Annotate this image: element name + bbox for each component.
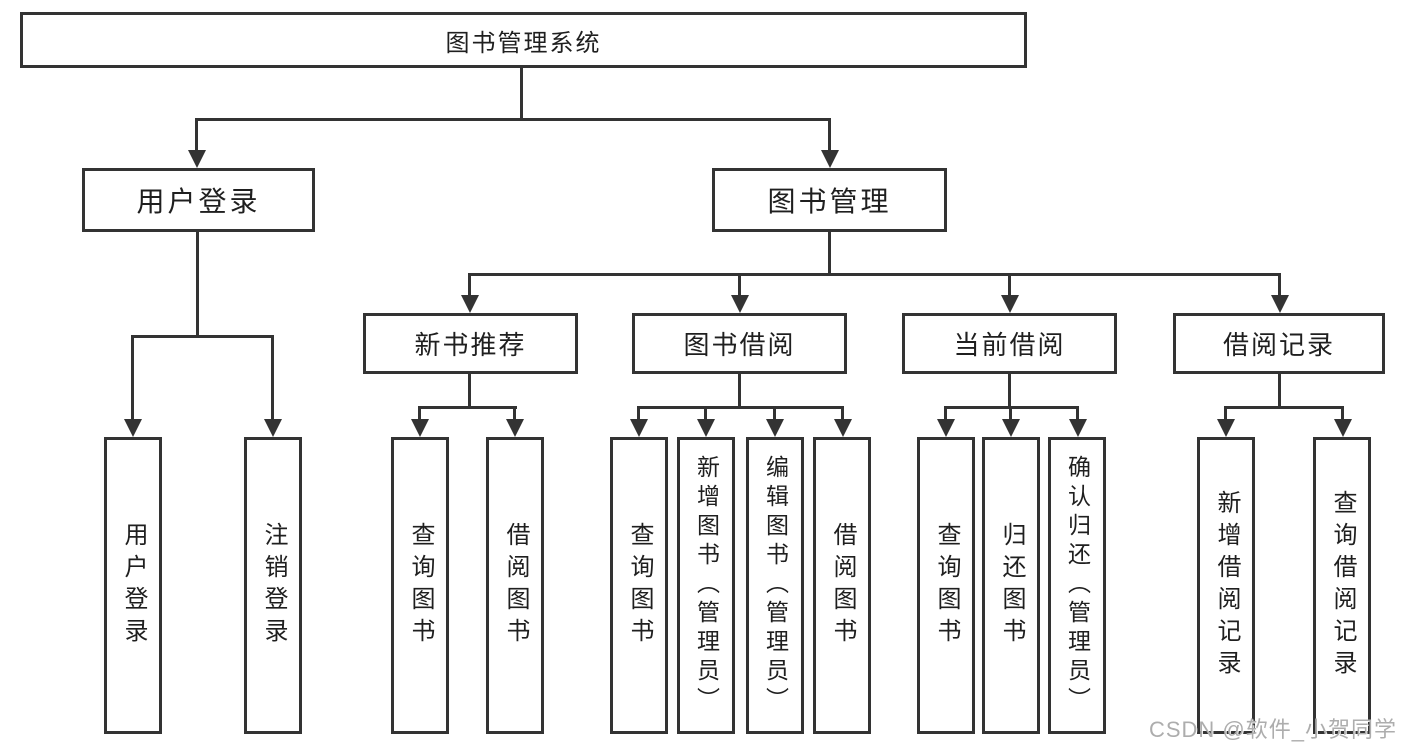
connector-vline [468, 273, 471, 297]
leaf-logout: 注销登录 [244, 437, 302, 734]
arrowhead-down-icon [264, 419, 282, 437]
connector-hline [1224, 406, 1344, 409]
arrowhead-down-icon [1334, 419, 1352, 437]
arrowhead-down-icon [1002, 419, 1020, 437]
leaf-user-login: 用户登录 [104, 437, 162, 734]
connector-vline [738, 374, 741, 406]
connector-vline [738, 273, 741, 297]
leaf-edit-books-admin: 编辑图书（管理员） [746, 437, 804, 734]
connector-vline [637, 406, 640, 420]
connector-vline [196, 232, 199, 335]
arrowhead-down-icon [1069, 419, 1087, 437]
connector-vline [520, 68, 523, 119]
leaf-query-books-recommend: 查询图书 [391, 437, 449, 734]
arrowhead-down-icon [461, 295, 479, 313]
node-library-system-label: 图书管理系统 [445, 29, 602, 57]
connector-hline [195, 118, 831, 121]
leaf-borrow-books-recommend: 借阅图书 [486, 437, 544, 734]
leaf-query-books-current: 查询图书 [917, 437, 975, 734]
arrowhead-down-icon [731, 295, 749, 313]
connector-hline [131, 335, 274, 338]
arrowhead-down-icon [124, 419, 142, 437]
connector-vline [944, 406, 947, 420]
leaf-borrow-books: 借阅图书 [813, 437, 871, 734]
connector-vline [131, 335, 134, 420]
arrowhead-down-icon [506, 419, 524, 437]
connector-vline [195, 118, 198, 152]
arrowhead-down-icon [630, 419, 648, 437]
node-new-book-recommend: 新书推荐 [363, 313, 578, 374]
node-user-login-label: 用户登录 [136, 186, 261, 217]
arrowhead-down-icon [1271, 295, 1289, 313]
arrowhead-down-icon [411, 419, 429, 437]
connector-hline [637, 406, 844, 409]
connector-vline [1008, 273, 1011, 297]
arrowhead-down-icon [188, 150, 206, 168]
node-book-borrow: 图书借阅 [632, 313, 847, 374]
connector-vline [418, 406, 421, 420]
connector-vline [773, 406, 776, 420]
connector-vline [513, 406, 516, 420]
arrowhead-down-icon [1001, 295, 1019, 313]
arrowhead-down-icon [937, 419, 955, 437]
leaf-query-borrow-record: 查询借阅记录 [1313, 437, 1371, 734]
node-user-login: 用户登录 [82, 168, 315, 232]
leaf-return-books: 归还图书 [982, 437, 1040, 734]
node-current-borrow: 当前借阅 [902, 313, 1117, 374]
leaf-query-books-borrow: 查询图书 [610, 437, 668, 734]
connector-vline [828, 118, 831, 152]
arrowhead-down-icon [821, 150, 839, 168]
connector-vline [1224, 406, 1227, 420]
node-book-borrow-label: 图书借阅 [683, 330, 796, 360]
csdn-watermark: CSDN @软件_小贺同学 [1148, 717, 1397, 742]
arrowhead-down-icon [697, 419, 715, 437]
node-borrow-records: 借阅记录 [1173, 313, 1385, 374]
leaf-confirm-return-admin: 确认归还（管理员） [1048, 437, 1106, 734]
connector-vline [828, 232, 831, 273]
connector-vline [1278, 374, 1281, 406]
connector-vline [1076, 406, 1079, 420]
node-book-management: 图书管理 [712, 168, 947, 232]
connector-vline [1009, 406, 1012, 420]
connector-vline [1008, 374, 1011, 406]
node-borrow-records-label: 借阅记录 [1222, 330, 1335, 360]
arrowhead-down-icon [766, 419, 784, 437]
arrowhead-down-icon [834, 419, 852, 437]
node-library-system: 图书管理系统 [20, 12, 1027, 68]
leaf-add-borrow-record: 新增借阅记录 [1197, 437, 1255, 734]
leaf-add-books-admin: 新增图书（管理员） [677, 437, 735, 734]
connector-vline [841, 406, 844, 420]
connector-vline [271, 335, 274, 420]
arrowhead-down-icon [1217, 419, 1235, 437]
connector-vline [704, 406, 707, 420]
connector-vline [468, 374, 471, 406]
connector-hline [468, 273, 1281, 276]
node-new-book-recommend-label: 新书推荐 [414, 330, 527, 360]
connector-hline [418, 406, 517, 409]
connector-vline [1278, 273, 1281, 297]
node-book-management-label: 图书管理 [767, 186, 892, 217]
node-current-borrow-label: 当前借阅 [953, 330, 1066, 360]
connector-vline [1341, 406, 1344, 420]
